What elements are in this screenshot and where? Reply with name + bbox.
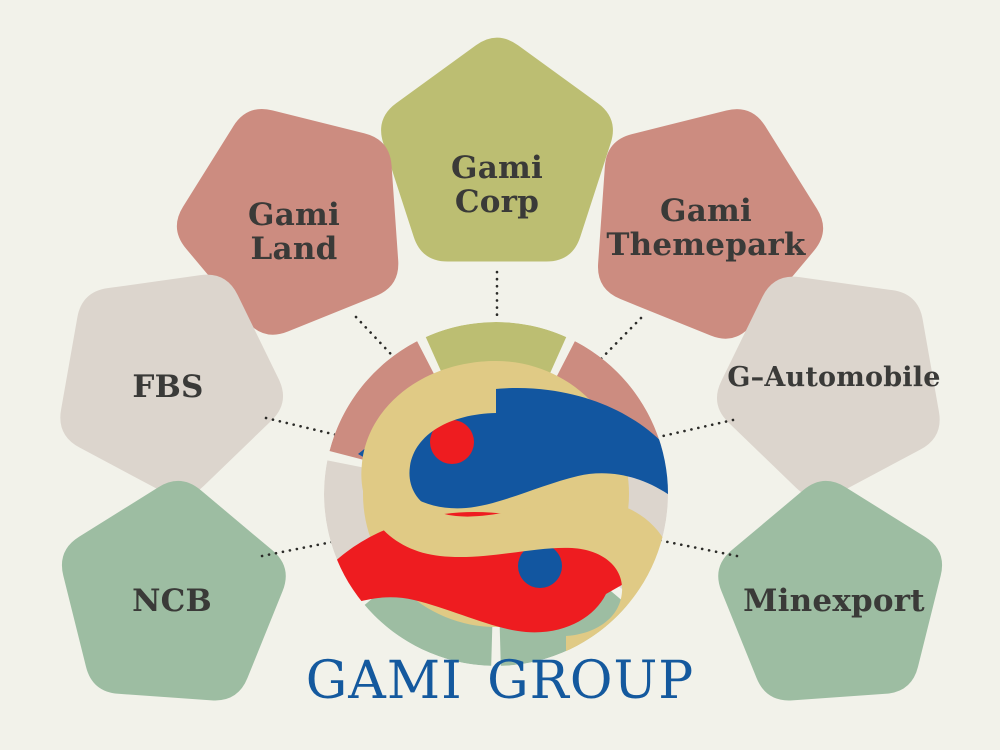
logo-emblem [324,361,668,666]
s-band [361,361,668,666]
emblem-s-curve [361,361,668,666]
center-logo[interactable] [256,322,736,690]
pentagon-gami-themepark[interactable] [597,109,824,339]
pentagon-group [60,37,943,701]
connector-gami-themepark [592,316,643,368]
brand-title: Gami Group [305,630,695,716]
connector-group [260,270,739,558]
pentagon-g-automobile[interactable] [716,276,940,499]
pentagon-gami-land[interactable] [176,108,399,335]
pentagon-ncb[interactable] [61,480,286,701]
fish-top-eye [430,420,474,464]
fish-bottom-eye [518,544,562,588]
pentagon-minexport[interactable] [718,480,943,701]
connector-gami-land [354,315,406,370]
pentagon-fbs[interactable] [60,274,284,497]
connector-fbs [264,416,347,439]
pentagon-gami-corp[interactable] [381,37,613,262]
connector-minexport [656,538,739,558]
connector-g-automobile [652,418,735,440]
connector-ncb [260,538,344,558]
